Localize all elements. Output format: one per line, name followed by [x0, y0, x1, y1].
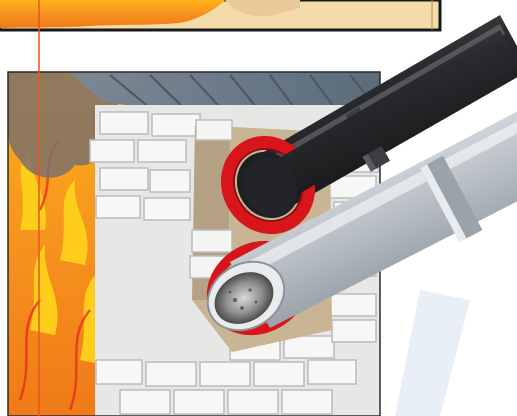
faint-watermark-shape: [395, 290, 470, 416]
top-inset-panel: [0, 0, 440, 30]
